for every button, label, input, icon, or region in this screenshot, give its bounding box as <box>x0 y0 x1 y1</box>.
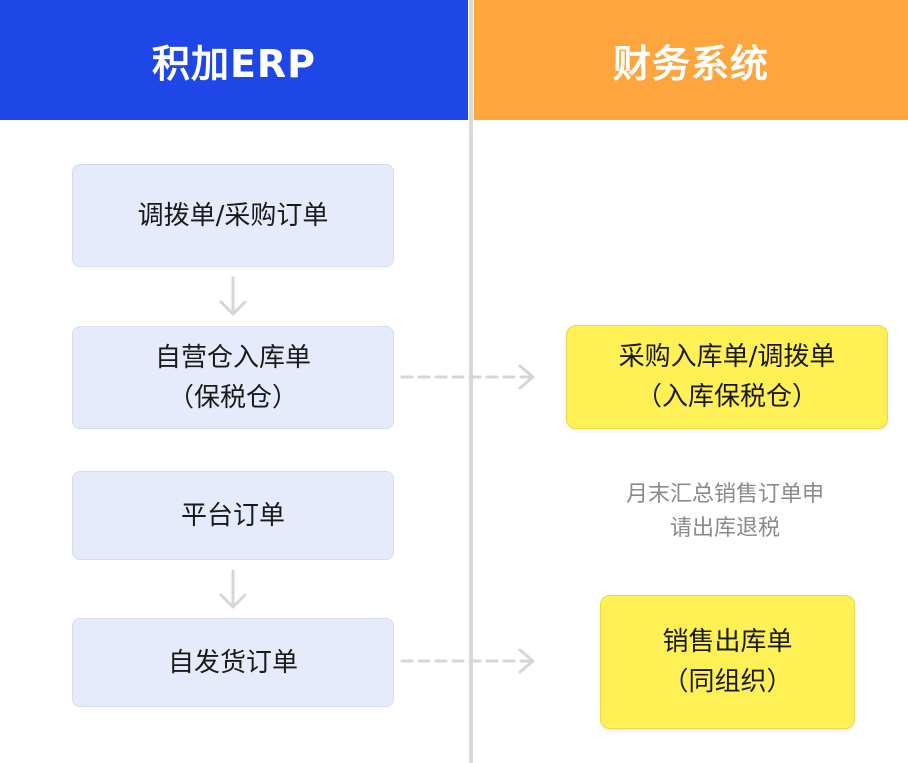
erp-column-header: 积加ERP <box>0 0 468 120</box>
node-label: 调拨单/采购订单 <box>137 200 329 231</box>
node-label: 自发货订单 <box>167 647 298 678</box>
column-divider <box>469 0 473 763</box>
erp-column-title: 积加ERP <box>151 41 317 86</box>
finance-node-sales-outbound: 销售出库单 （同组织） <box>600 595 855 729</box>
erp-node-platform-order: 平台订单 <box>72 471 394 560</box>
erp-node-self-warehouse-receipt: 自营仓入库单 （保税仓） <box>72 326 394 429</box>
finance-column-header: 财务系统 <box>474 0 908 120</box>
down-arrow-icon <box>219 569 247 609</box>
dashed-right-arrow-icon <box>400 364 535 390</box>
erp-node-transfer-purchase-order: 调拨单/采购订单 <box>72 164 394 267</box>
down-arrow-icon <box>219 276 247 316</box>
dashed-right-arrow-icon <box>400 648 535 674</box>
node-sublabel: （保税仓） <box>167 382 298 413</box>
node-label: 销售出库单 <box>662 627 793 657</box>
node-sublabel: （入库保税仓） <box>635 382 818 412</box>
note-line-1: 月末汇总销售订单申 <box>625 482 824 507</box>
finance-node-purchase-receipt: 采购入库单/调拨单 （入库保税仓） <box>566 325 888 429</box>
node-sublabel: （同组织） <box>662 667 793 697</box>
monthly-tax-refund-note: 月末汇总销售订单申 请出库退税 <box>580 478 870 546</box>
note-line-2: 请出库退税 <box>669 516 780 541</box>
node-label: 采购入库单/调拨单 <box>618 342 836 372</box>
node-label: 自营仓入库单 <box>154 342 311 373</box>
erp-node-self-shipping-order: 自发货订单 <box>72 618 394 707</box>
finance-column-title: 财务系统 <box>612 41 769 86</box>
node-label: 平台订单 <box>180 500 285 531</box>
